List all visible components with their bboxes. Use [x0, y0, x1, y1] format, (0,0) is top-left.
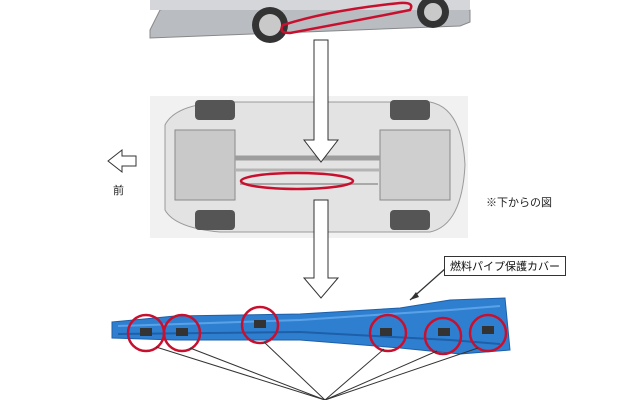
down-arrow-icon — [302, 199, 340, 299]
front-label: 前 — [113, 184, 124, 197]
down-arrow-icon — [302, 39, 340, 163]
left-arrow-icon — [107, 148, 137, 174]
callout-label: 燃料パイプ保護カバー — [444, 256, 566, 276]
view-note: ※下からの図 — [486, 196, 552, 209]
